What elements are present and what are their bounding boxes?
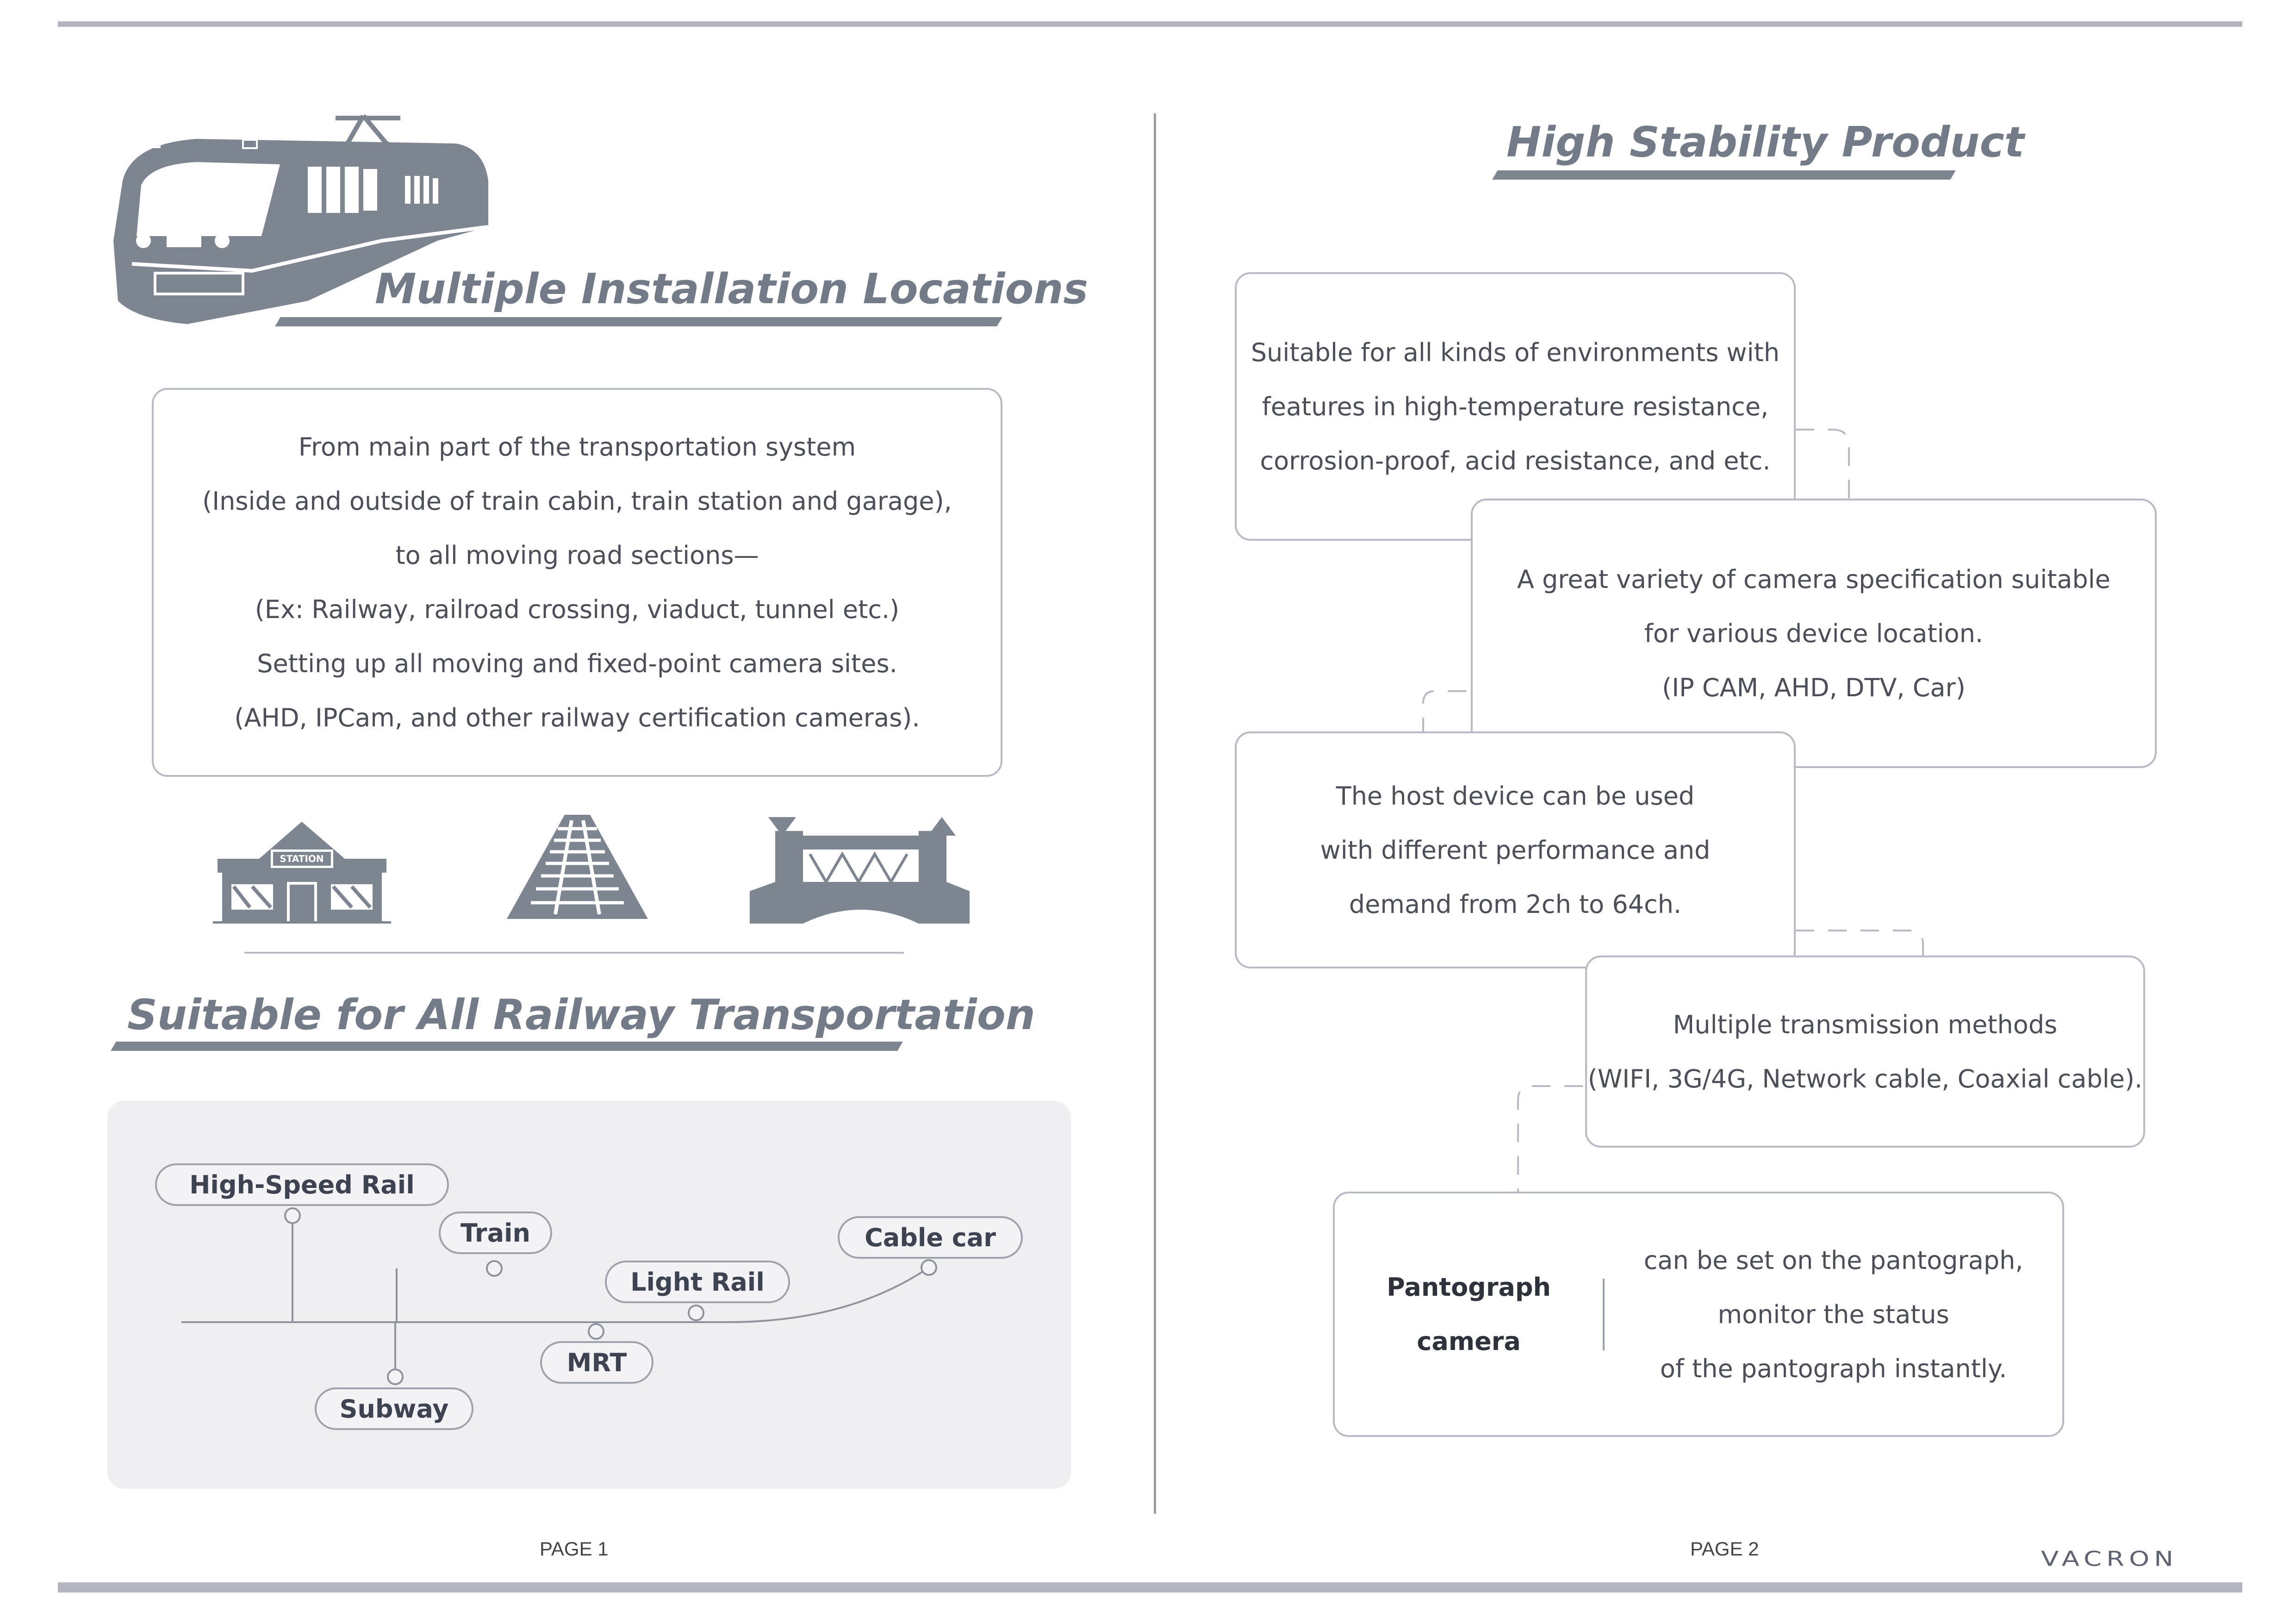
pantograph-desc-line: can be set on the pantograph, bbox=[1643, 1245, 2023, 1275]
railway-type-light-rail: Light Rail bbox=[605, 1261, 790, 1303]
railway-type-high-speed-rail: High-Speed Rail bbox=[155, 1163, 449, 1206]
feature-box-camera-spec: A great variety of camera specification … bbox=[1471, 499, 2157, 768]
timeline-node bbox=[921, 1259, 937, 1276]
description-line: Setting up all moving and fixed-point ca… bbox=[257, 649, 897, 678]
pantograph-desc-line: of the pantograph instantly. bbox=[1660, 1354, 2007, 1383]
feature-box-environment: Suitable for all kinds of environments w… bbox=[1235, 272, 1796, 541]
timeline-node bbox=[688, 1305, 704, 1321]
railway-type-mrt: MRT bbox=[540, 1341, 653, 1384]
feature-line: features in high-temperature resistance, bbox=[1262, 392, 1769, 421]
feature-line: The host device can be used bbox=[1336, 781, 1695, 811]
train-icon bbox=[104, 88, 493, 329]
pantograph-divider bbox=[1603, 1278, 1605, 1350]
feature-line: demand from 2ch to 64ch. bbox=[1349, 889, 1682, 919]
bottom-decor-bar bbox=[58, 1582, 2242, 1593]
description-line: (Inside and outside of train cabin, trai… bbox=[202, 487, 952, 516]
pantograph-title-line: Pantograph bbox=[1387, 1273, 1551, 1302]
timeline-node bbox=[588, 1323, 604, 1340]
pantograph-box: Pantograph camera can be set on the pant… bbox=[1333, 1192, 2064, 1437]
feature-line: with different performance and bbox=[1320, 835, 1711, 865]
feature-line: A great variety of camera specification … bbox=[1517, 564, 2110, 594]
section-separator bbox=[244, 952, 904, 954]
top-decor-bar bbox=[58, 21, 2242, 27]
description-line: (Ex: Railway, railroad crossing, viaduct… bbox=[255, 595, 900, 624]
timeline-node bbox=[284, 1207, 301, 1224]
bridge-icon bbox=[750, 812, 970, 924]
station-icon: STATION bbox=[213, 817, 391, 924]
feature-box-host-device: The host device can be used with differe… bbox=[1235, 731, 1796, 968]
railway-heading: Suitable for All Railway Transportation bbox=[127, 991, 1035, 1039]
feature-line: for various device location. bbox=[1644, 618, 1984, 648]
feature-line: Suitable for all kinds of environments w… bbox=[1251, 337, 1780, 367]
pantograph-title-line: camera bbox=[1417, 1327, 1521, 1356]
railway-type-subway: Subway bbox=[315, 1387, 473, 1430]
page-divider bbox=[1154, 113, 1156, 1514]
railway-type-cable-car: Cable car bbox=[838, 1216, 1023, 1259]
railway-type-train: Train bbox=[439, 1212, 552, 1254]
feature-line: (WIFI, 3G/4G, Network cable, Coaxial cab… bbox=[1587, 1064, 2143, 1093]
station-sign-text: STATION bbox=[280, 853, 324, 864]
feature-line: (IP CAM, AHD, DTV, Car) bbox=[1662, 673, 1966, 702]
description-line: (AHD, IPCam, and other railway certifica… bbox=[234, 703, 920, 732]
pantograph-title: Pantograph camera bbox=[1335, 1260, 1603, 1368]
railway-track-icon bbox=[502, 815, 653, 924]
installation-heading: Multiple Installation Locations bbox=[375, 265, 1089, 313]
description-line: to all moving road sections— bbox=[395, 541, 759, 570]
feature-line: corrosion-proof, acid resistance, and et… bbox=[1260, 446, 1771, 475]
timeline-node bbox=[387, 1368, 404, 1385]
description-line: From main part of the transportation sys… bbox=[298, 432, 856, 462]
feature-line: Multiple transmission methods bbox=[1673, 1010, 2058, 1039]
stability-heading: High Stability Product bbox=[1506, 118, 2024, 167]
page-1-label: PAGE 1 bbox=[540, 1538, 609, 1560]
page-2-label: PAGE 2 bbox=[1690, 1538, 1759, 1560]
timeline-node bbox=[486, 1260, 503, 1277]
installation-description-box: From main part of the transportation sys… bbox=[152, 388, 1002, 777]
feature-box-transmission: Multiple transmission methods (WIFI, 3G/… bbox=[1585, 956, 2145, 1148]
pantograph-description: can be set on the pantograph, monitor th… bbox=[1605, 1233, 2062, 1396]
brand-logo: VACRON bbox=[2041, 1547, 2178, 1571]
pantograph-desc-line: monitor the status bbox=[1717, 1299, 1949, 1329]
